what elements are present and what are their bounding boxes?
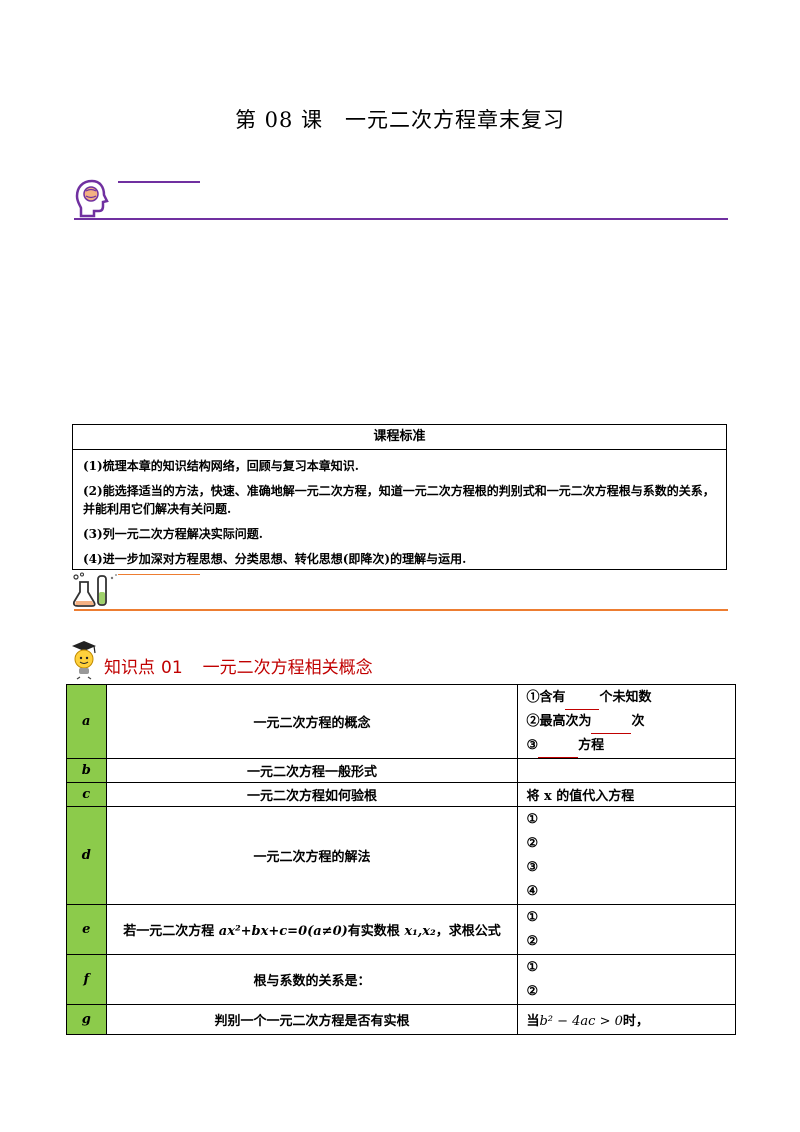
knowledge-point-number: 01 (161, 658, 183, 678)
table-row: b 一元二次方程一般形式 (66, 758, 736, 783)
row-answer (517, 758, 736, 783)
section-short-rule-2 (118, 574, 200, 575)
course-standards-heading: 课程标准 (73, 425, 726, 450)
row-description: 一元二次方程一般形式 (105, 758, 519, 783)
table-row: d 一元二次方程的解法 ① ② ③ ④ (66, 806, 736, 905)
desc-text: 有实数根 (347, 924, 405, 939)
row-letter: b (66, 758, 107, 783)
row-letter: f (66, 954, 107, 1005)
answer-marker: ① (526, 811, 539, 827)
answer-text: ①含有 (526, 689, 566, 705)
table-row: a 一元二次方程的概念 ①含有 个未知数 ②最高次为 次 ③ 方程 (66, 684, 736, 759)
row-answer: ① ② (517, 954, 736, 1005)
row-description: 根与系数的关系是： (105, 954, 519, 1005)
row-answer: ①含有 个未知数 ②最高次为 次 ③ 方程 (517, 684, 736, 759)
knowledge-point-title: 一元二次方程相关概念 (202, 658, 373, 678)
answer-text: 时， (622, 1014, 649, 1029)
row-letter: d (66, 806, 107, 905)
answer-marker: ② (526, 835, 539, 851)
row-answer: 当b² − 4ac > 0时， (517, 1004, 736, 1035)
graduate-bulb-icon (72, 641, 96, 680)
table-row: c 一元二次方程如何验根 将 x 的值代入方程 (66, 782, 736, 807)
row-letter: c (66, 782, 107, 807)
answer-text: 当 (526, 1014, 540, 1029)
section-short-rule (118, 181, 200, 183)
standard-item-2: (2)能选择适当的方法，快速、准确地解一元二次方程，知道一元二次方程根的判别式和… (83, 484, 715, 516)
standard-item-1: (1)梳理本章的知识结构网络，回顾与复习本章知识. (83, 459, 359, 473)
course-standards-box: 课程标准 (1)梳理本章的知识结构网络，回顾与复习本章知识. (2)能选择适当的… (72, 424, 727, 570)
row-letter: a (66, 684, 107, 759)
roots-text: x₁,x₂ (404, 924, 436, 939)
discriminant-formula: b² − 4ac > 0 (539, 1014, 623, 1029)
equation-text: ax²+bx+c=0(a≠0) (218, 924, 348, 939)
fill-blank[interactable] (538, 756, 579, 758)
knowledge-point-heading: 知识点 01 一元二次方程相关概念 (104, 653, 373, 678)
answer-text: 方程 (578, 737, 605, 753)
answer-marker: ② (526, 933, 539, 949)
row-description: 一元二次方程的概念 (105, 684, 519, 759)
answer-marker: ① (526, 959, 539, 975)
row-description: 判别一个一元二次方程是否有实根 (105, 1004, 519, 1035)
section-divider-2 (74, 609, 728, 611)
lab-flask-icon (72, 572, 117, 607)
standard-item-4: (4)进一步加深对方程思想、分类思想、转化思想(即降次)的理解与运用. (83, 552, 467, 566)
table-row: e 若一元二次方程 ax²+bx+c=0(a≠0)有实数根 x₁,x₂，求根公式… (66, 904, 736, 955)
row-letter: e (66, 904, 107, 955)
answer-text: ③ (526, 737, 539, 753)
row-answer: ① ② ③ ④ (517, 806, 736, 905)
answer-text: 个未知数 (599, 689, 652, 705)
answer-text: 次 (631, 713, 645, 729)
answer-marker: ③ (526, 859, 539, 875)
answer-marker: ① (526, 909, 539, 925)
brain-head-icon (75, 179, 109, 218)
answer-text: ②最高次为 (526, 713, 592, 729)
row-description: 一元二次方程的解法 (105, 806, 519, 905)
row-answer: ① ② (517, 904, 736, 955)
fill-blank[interactable] (565, 708, 600, 710)
row-letter: g (66, 1004, 107, 1035)
section-divider (74, 218, 728, 220)
row-answer: 将 x 的值代入方程 (517, 782, 736, 807)
desc-text: ，求根公式 (435, 924, 501, 939)
table-row: g 判别一个一元二次方程是否有实根 当b² − 4ac > 0时， (66, 1004, 736, 1035)
row-description: 一元二次方程如何验根 (105, 782, 519, 807)
row-description: 若一元二次方程 ax²+bx+c=0(a≠0)有实数根 x₁,x₂，求根公式 (105, 904, 519, 955)
fill-blank[interactable] (591, 732, 632, 734)
knowledge-table: a 一元二次方程的概念 ①含有 个未知数 ②最高次为 次 ③ 方程 b 一元二次方程一… (66, 684, 736, 1035)
desc-text: 若一元二次方程 (123, 924, 219, 939)
answer-marker: ② (526, 983, 539, 999)
table-row: f 根与系数的关系是： ① ② (66, 954, 736, 1005)
answer-marker: ④ (526, 883, 539, 899)
knowledge-point-label: 知识点 (104, 658, 155, 678)
standard-item-3: (3)列一元二次方程解决实际问题. (83, 527, 263, 541)
page-title: 第 08 课 一元二次方程章末复习 (234, 108, 566, 132)
